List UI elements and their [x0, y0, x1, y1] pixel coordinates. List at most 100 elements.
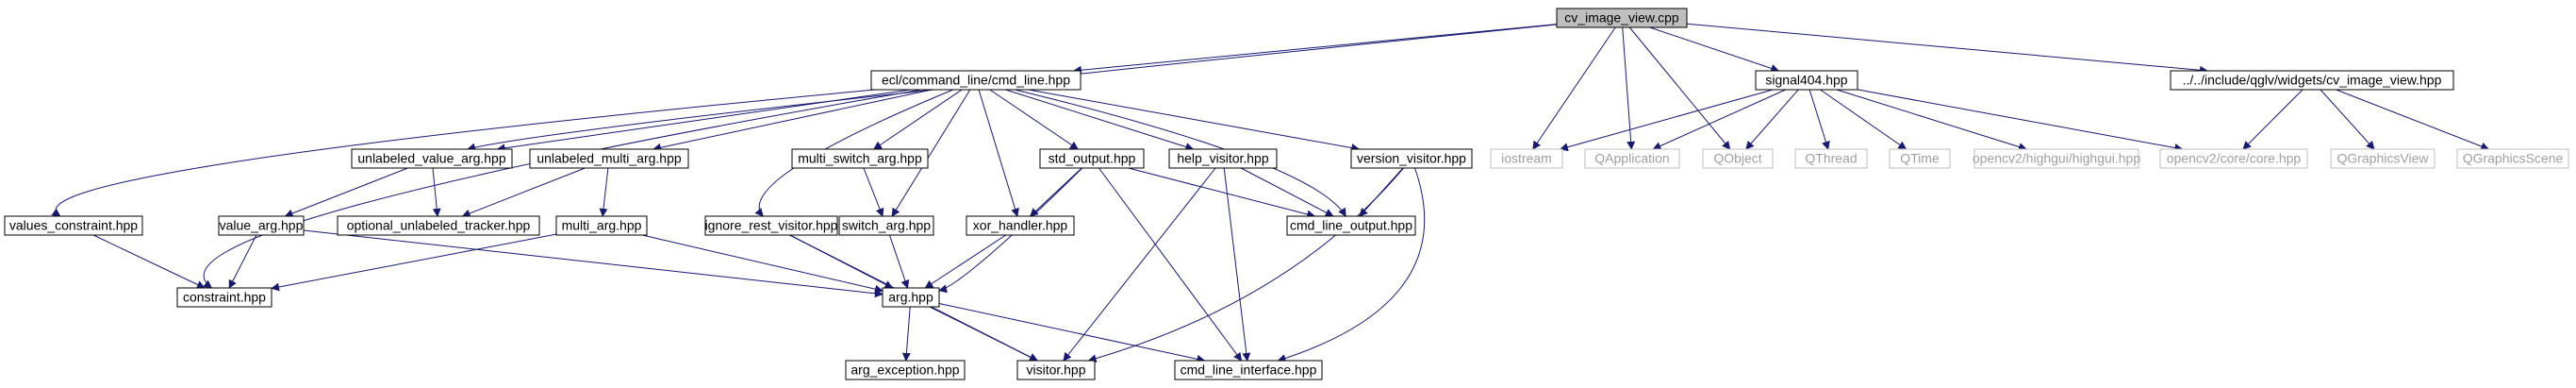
edge-qglv-cv-image-view-hpp-to-QGraphicsView [2320, 89, 2375, 150]
node-box [1016, 360, 1096, 380]
edge-signal404-hpp-to-QTime [1820, 89, 1907, 150]
node-cmd-line-output-hpp[interactable]: cmd_line_output.hpp [1286, 215, 1416, 236]
node-label: unlabeled_multi_arg.hpp [537, 151, 682, 166]
edge-cmd-line-hpp-to-unlabeled-multi-arg-hpp [652, 89, 933, 152]
edge-values-constraint-hpp-to-constraint-hpp [92, 234, 206, 289]
edge-unlabeled-value-arg-hpp-to-value-arg-hpp [284, 167, 408, 218]
node-box [2159, 148, 2308, 169]
node-label: iostream [1501, 151, 1552, 166]
node-box [4, 215, 143, 236]
edge-unlabeled-value-arg-hpp-to-optional-unlabeled-tracker-hpp [432, 167, 441, 217]
node-signal404-hpp[interactable]: signal404.hpp [1755, 70, 1858, 91]
node-label: QThread [1805, 151, 1857, 166]
node-multi-switch-arg-hpp[interactable]: multi_switch_arg.hpp [791, 148, 929, 169]
edge-switch-arg-hpp-to-arg-hpp [888, 234, 910, 289]
edge-cmd-line-hpp-to-switch-arg-hpp [891, 89, 971, 217]
node-label: opencv2/highgui/highgui.hpp [1973, 151, 2140, 166]
node-unlabeled-value-arg-hpp[interactable]: unlabeled_value_arg.hpp [351, 148, 513, 169]
node-box [351, 148, 513, 169]
node-label: constraint.hpp [183, 290, 266, 305]
node-core-hpp: opencv2/core/core.hpp [2159, 148, 2308, 169]
edge-cmd-line-hpp-to-values-constraint-hpp [51, 89, 875, 217]
edge-version-visitor-hpp-to-visitor-hpp [1087, 167, 1404, 363]
node-label: multi_arg.hpp [562, 218, 642, 233]
edge-cv-image-view-cpp-to-iostream [1532, 26, 1616, 150]
node-unlabeled-multi-arg-hpp[interactable]: unlabeled_multi_arg.hpp [529, 148, 689, 169]
node-label: help_visitor.hpp [1177, 151, 1269, 166]
edge-signal404-hpp-to-QThread [1808, 89, 1830, 150]
edge-qglv-cv-image-view-hpp-to-QGraphicsScene [2336, 89, 2490, 151]
node-box [2330, 148, 2436, 169]
node-label: unlabeled_value_arg.hpp [357, 151, 505, 166]
node-QTime: QTime [1889, 148, 1951, 169]
node-box [870, 70, 1082, 91]
node-switch-arg-hpp[interactable]: switch_arg.hpp [838, 215, 934, 236]
edge-qglv-cv-image-view-hpp-to-core-hpp [2242, 89, 2304, 150]
edge-signal404-hpp-to-iostream [1559, 89, 1774, 152]
dependency-edges [51, 23, 2490, 363]
node-QGraphicsView: QGraphicsView [2330, 148, 2436, 169]
node-label: opencv2/core/core.hpp [2167, 151, 2302, 166]
node-label: cv_image_view.cpp [1564, 10, 1679, 25]
node-box [966, 215, 1075, 236]
node-box [882, 287, 940, 308]
edge-cv-image-view-cpp-to-cmd-line-hpp [1072, 24, 1558, 75]
node-label: ecl/command_line/cmd_line.hpp [882, 73, 1070, 88]
node-cmd-line-hpp[interactable]: ecl/command_line/cmd_line.hpp [870, 70, 1082, 91]
edge-cmd-line-hpp-to-std-output-hpp [989, 89, 1079, 150]
node-cv-image-view-cpp[interactable]: cv_image_view.cpp [1556, 8, 1688, 28]
edge-cmd-line-hpp-to-constraint-hpp [203, 89, 922, 289]
node-ignore-rest-visitor-hpp[interactable]: ignore_rest_visitor.hpp [704, 215, 838, 236]
node-values-constraint-hpp[interactable]: values_constraint.hpp [4, 215, 143, 236]
edge-multi-arg-hpp-to-arg-hpp [642, 234, 883, 294]
node-qglv-cv-image-view-hpp[interactable]: ../../include/qglv/widgets/cv_image_view… [2170, 70, 2454, 91]
edge-std-output-hpp-to-cmd-line-output-hpp [1128, 167, 1316, 219]
node-box [1794, 148, 1868, 169]
edge-multi-switch-arg-hpp-to-switch-arg-hpp [863, 167, 884, 217]
node-label: QObject [1713, 151, 1761, 166]
node-label: ../../include/qglv/widgets/cv_image_view… [2183, 73, 2442, 88]
node-arg-hpp[interactable]: arg.hpp [882, 287, 940, 308]
node-visitor-hpp[interactable]: visitor.hpp [1016, 360, 1096, 380]
edge-cv-image-view-cpp-to-qglv-cv-image-view-hpp [1686, 23, 2208, 75]
node-box [1973, 148, 2139, 169]
node-label: cmd_line_output.hpp [1290, 218, 1412, 233]
edge-help-visitor-hpp-to-cmd-line-output-hpp [1240, 167, 1334, 217]
node-box [845, 360, 966, 380]
node-xor-handler-hpp[interactable]: xor_handler.hpp [966, 215, 1075, 236]
node-box [704, 215, 838, 236]
node-box [2170, 70, 2454, 91]
edge-signal404-hpp-to-QApplication [1652, 89, 1786, 150]
node-help-visitor-hpp[interactable]: help_visitor.hpp [1168, 148, 1278, 169]
node-value-arg-hpp[interactable]: value_arg.hpp [218, 215, 305, 236]
node-QGraphicsScene: QGraphicsScene [2456, 148, 2569, 169]
node-box [1039, 148, 1145, 169]
node-box [1350, 148, 1473, 169]
node-label: cmd_line_interface.hpp [1181, 363, 1317, 378]
node-box [838, 215, 934, 236]
node-version-visitor-hpp[interactable]: version_visitor.hpp [1350, 148, 1473, 169]
node-label: xor_handler.hpp [973, 218, 1068, 233]
node-box [1584, 148, 1680, 169]
node-box [2456, 148, 2569, 169]
edge-signal404-hpp-to-core-hpp [1857, 89, 2184, 152]
node-label: arg_exception.hpp [850, 363, 959, 378]
node-label: values_constraint.hpp [9, 218, 138, 233]
node-constraint-hpp[interactable]: constraint.hpp [176, 287, 272, 308]
node-multi-arg-hpp[interactable]: multi_arg.hpp [555, 215, 648, 236]
edge-arg-hpp-to-cmd-line-interface-hpp [938, 302, 1206, 363]
node-box [1174, 360, 1323, 380]
node-arg-exception-hpp[interactable]: arg_exception.hpp [845, 360, 966, 380]
node-optional-unlabeled-tracker-hpp[interactable]: optional_unlabeled_tracker.hpp [337, 215, 540, 236]
edge-cv-image-view-cpp-to-signal404-hpp [1649, 26, 1780, 73]
node-label: value_arg.hpp [220, 218, 304, 233]
edge-multi-arg-hpp-to-constraint-hpp [271, 233, 557, 292]
node-label: QGraphicsView [2337, 151, 2429, 166]
node-cmd-line-interface-hpp[interactable]: cmd_line_interface.hpp [1174, 360, 1323, 380]
edge-xor-handler-hpp-to-arg-hpp [924, 234, 1007, 289]
node-std-output-hpp[interactable]: std_output.hpp [1039, 148, 1145, 169]
edge-std-output-hpp-to-xor-handler-hpp [1030, 167, 1082, 217]
node-box [218, 215, 305, 236]
edge-version-visitor-hpp-to-cmd-line-interface-hpp [1277, 167, 1426, 363]
edge-cmd-line-hpp-to-version-visitor-hpp [1028, 89, 1361, 152]
